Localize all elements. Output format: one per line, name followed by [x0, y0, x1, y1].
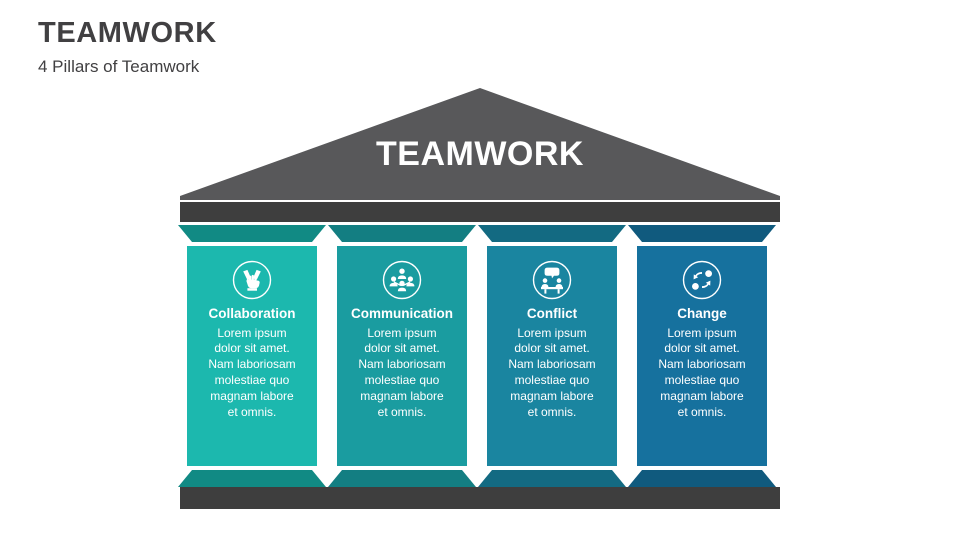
pillar-communication[interactable]: Communication Lorem ipsum dolor sit amet…: [328, 225, 476, 487]
pillar-shaft: Communication Lorem ipsum dolor sit amet…: [337, 246, 467, 466]
pillar-base: [478, 470, 626, 487]
pillar-title: Collaboration: [208, 306, 296, 321]
pillar-capital: [178, 225, 326, 242]
pillar-change[interactable]: Change Lorem ipsum dolor sit amet. Nam l…: [628, 225, 776, 487]
pillar-shaft: Collaboration Lorem ipsum dolor sit amet…: [187, 246, 317, 466]
pillar-body: Lorem ipsum dolor sit amet. Nam laborios…: [658, 325, 746, 420]
stylobate-bar: [180, 487, 780, 509]
pillar-capital: [628, 225, 776, 242]
pillar-title: Conflict: [526, 306, 578, 321]
pillar-base: [328, 470, 476, 487]
page-title: TEAMWORK: [38, 17, 217, 49]
pillar-shaft: Change Lorem ipsum dolor sit amet. Nam l…: [637, 246, 767, 466]
columns-group: Collaboration Lorem ipsum dolor sit amet…: [0, 225, 960, 487]
architrave-bar: [180, 202, 780, 222]
slide-header: TEAMWORK 4 Pillars of Teamwork: [38, 17, 217, 77]
page-subtitle: 4 Pillars of Teamwork: [38, 56, 200, 76]
pillar-body: Lorem ipsum dolor sit amet. Nam laborios…: [358, 325, 446, 420]
pillar-base: [178, 470, 326, 487]
pillar-base: [628, 470, 776, 487]
pillar-body: Lorem ipsum dolor sit amet. Nam laborios…: [208, 325, 296, 420]
discussion-table-icon: [530, 258, 574, 302]
joined-hands-icon: [230, 258, 274, 302]
swap-arrows-icon: [680, 258, 724, 302]
pillar-shaft: Conflict Lorem ipsum dolor sit amet. Nam…: [487, 246, 617, 466]
pillar-capital: [328, 225, 476, 242]
pillar-title: Communication: [350, 306, 453, 321]
people-group-icon: [380, 258, 424, 302]
pillar-collaboration[interactable]: Collaboration Lorem ipsum dolor sit amet…: [178, 225, 326, 487]
pediment-roof: [180, 88, 780, 200]
pillar-body: Lorem ipsum dolor sit amet. Nam laborios…: [508, 325, 596, 420]
pillar-title: Change: [677, 306, 727, 321]
pillar-capital: [478, 225, 626, 242]
pillar-conflict[interactable]: Conflict Lorem ipsum dolor sit amet. Nam…: [478, 225, 626, 487]
